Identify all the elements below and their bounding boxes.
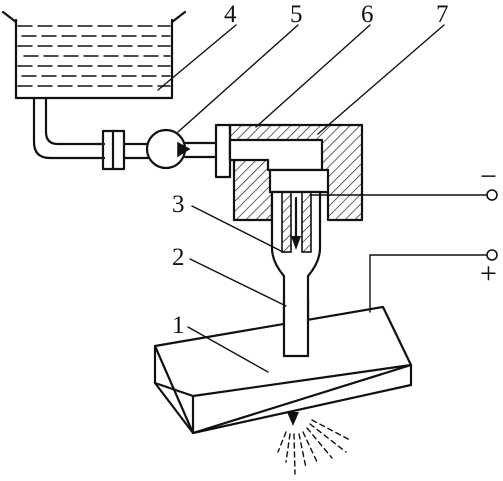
delivery-pipe	[183, 123, 232, 179]
positive-terminal-icon	[486, 249, 498, 261]
electrolyte-tank	[1, 10, 187, 100]
label-pump: 5	[290, 1, 303, 28]
flow-arrow-icon	[291, 236, 301, 250]
label-nozzle: 2	[172, 244, 185, 271]
label-channel: 6	[361, 1, 374, 28]
label-body: 7	[436, 1, 449, 28]
supply-pipe	[32, 96, 150, 171]
electrode-right	[301, 191, 312, 253]
electrode-chamber	[268, 168, 330, 194]
electrolyte-channel	[228, 138, 324, 172]
positive-lead	[369, 249, 498, 313]
electrode-left	[281, 191, 292, 253]
workpiece	[153, 298, 413, 435]
electrolyte-liquid	[17, 25, 171, 87]
label-electrode: 3	[172, 191, 185, 218]
pump	[145, 128, 191, 170]
negative-sign: −	[480, 160, 497, 193]
leader-lines	[157, 24, 445, 373]
spray	[277, 412, 351, 475]
negative-lead	[309, 189, 498, 201]
label-workpiece: 1	[172, 312, 185, 339]
label-tank: 4	[224, 1, 237, 28]
pump-arrow-icon	[177, 141, 191, 158]
positive-sign: +	[480, 257, 497, 290]
negative-terminal-icon	[486, 189, 498, 201]
